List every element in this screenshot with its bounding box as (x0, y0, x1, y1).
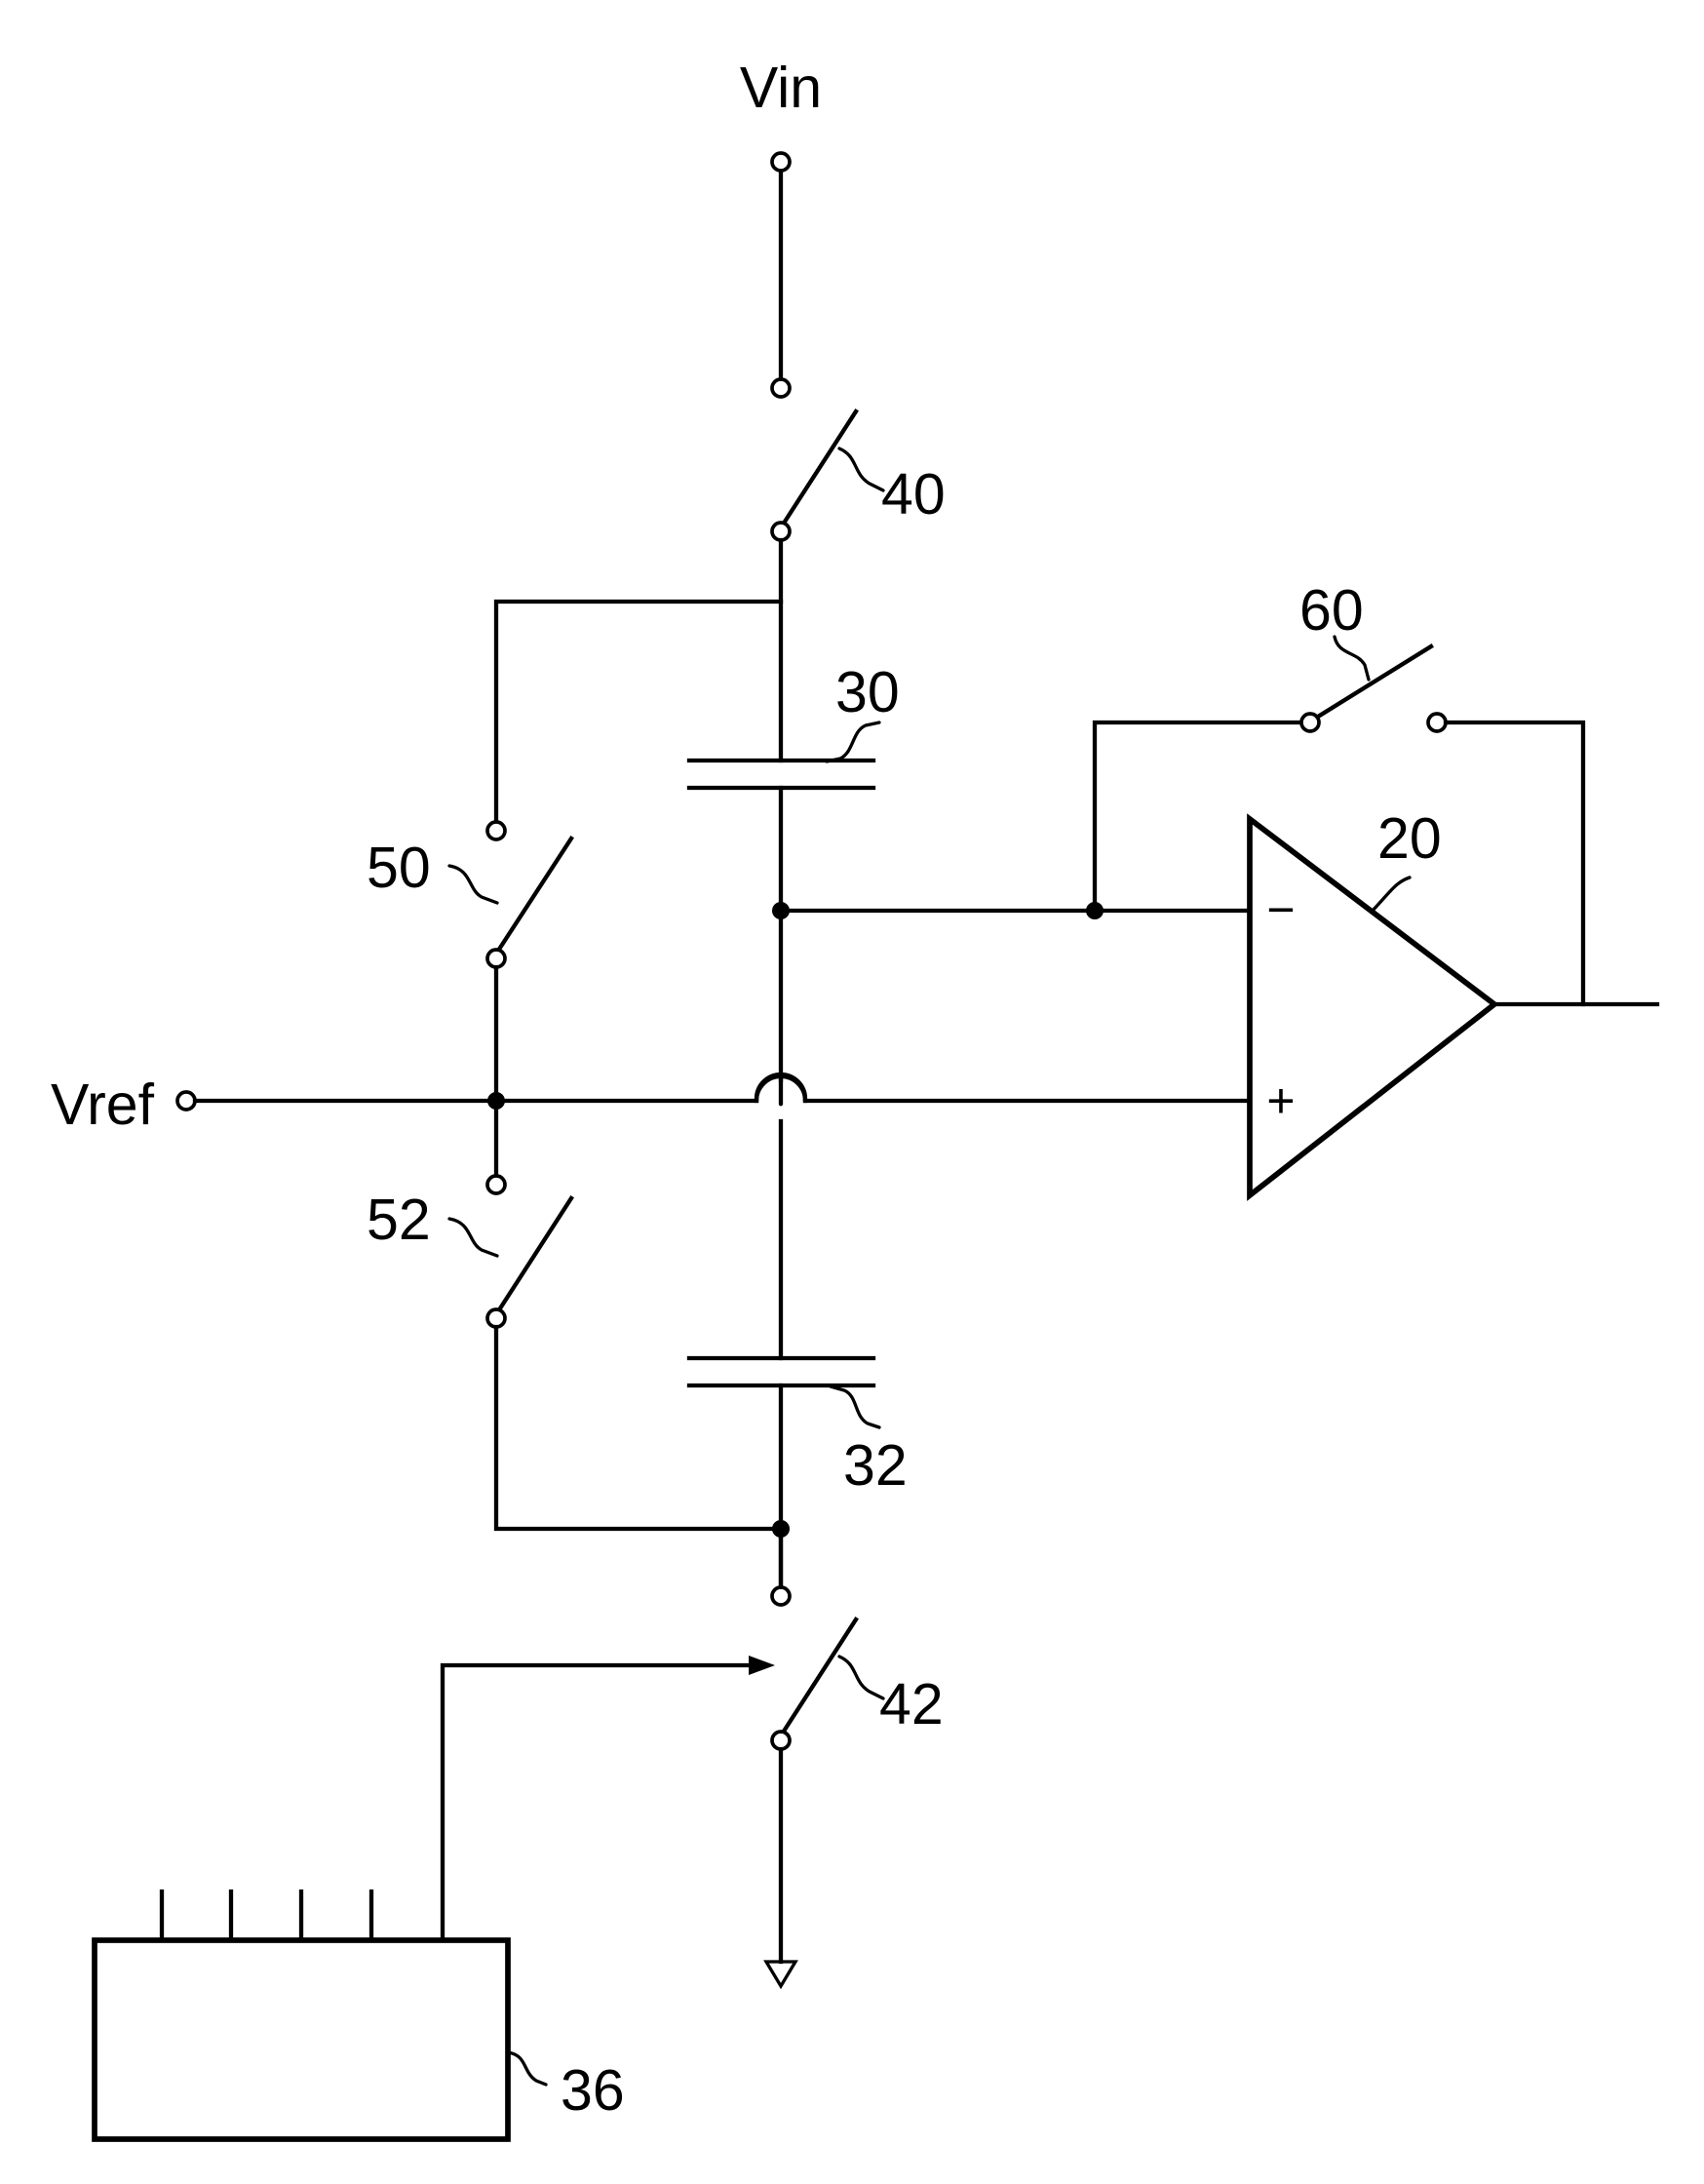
amp-minus-sign: − (1266, 882, 1295, 937)
block-36-label: 36 (561, 2058, 625, 2123)
capacitor-32: 32 (689, 1358, 908, 1498)
vin-label: Vin (740, 56, 822, 120)
switch-52: 52 (367, 1101, 781, 1529)
capacitor-30-label: 30 (835, 660, 900, 724)
vin-terminal (772, 153, 790, 171)
switch-40: 40 (772, 411, 946, 540)
switch-60: 60 (1095, 578, 1583, 1004)
block-36: 36 (95, 1656, 775, 2139)
capacitor-32-label: 32 (843, 1433, 908, 1498)
switch-50-upper-wire (487, 602, 781, 839)
switch-52-label: 52 (367, 1188, 431, 1252)
switch-42-label: 42 (879, 1672, 944, 1736)
vref-label: Vref (51, 1072, 155, 1137)
switch-42: 42 (772, 1520, 944, 1749)
ground-symbol (766, 1749, 795, 1986)
switch-50: 50 (367, 836, 571, 1101)
switch-50-label: 50 (367, 836, 431, 900)
vref-terminal (177, 1092, 195, 1110)
vref-input: Vref (51, 1072, 1250, 1137)
capacitor-30: 30 (689, 660, 900, 788)
switch-40-label: 40 (881, 462, 946, 526)
amplifier-20-label: 20 (1377, 806, 1442, 871)
switch-60-label: 60 (1299, 578, 1364, 643)
amplifier-20: − + 20 (1250, 806, 1657, 1195)
amp-plus-sign: + (1266, 1073, 1295, 1128)
inverting-input-wire (772, 902, 1250, 919)
center-bus (756, 540, 805, 1586)
vin-input: Vin (740, 56, 822, 397)
